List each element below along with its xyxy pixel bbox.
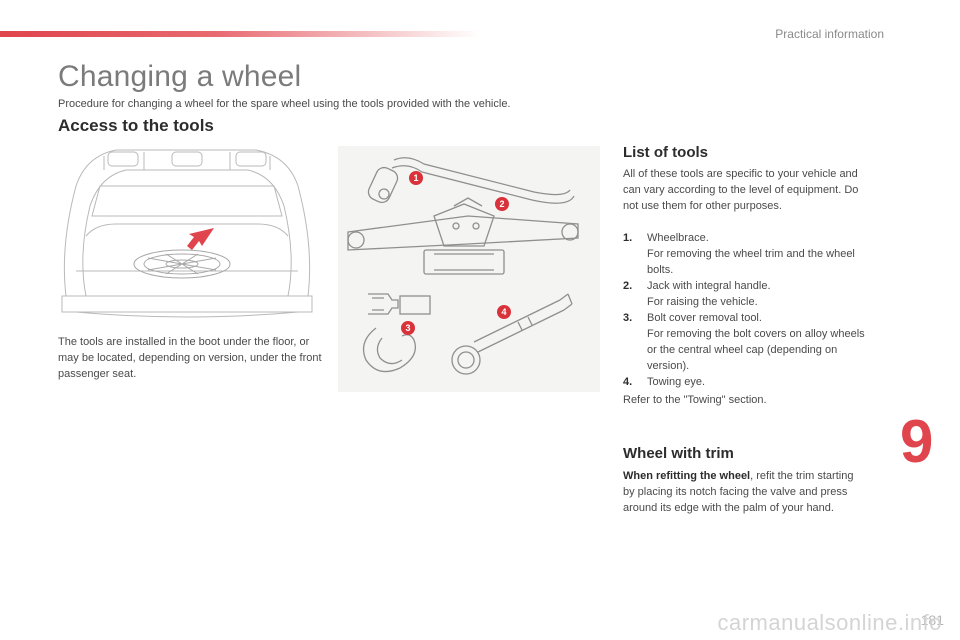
callout-2-label: 2 [499, 199, 504, 209]
list-of-tools-intro: All of these tools are specific to your … [623, 168, 859, 212]
towing-reference: Refer to the "Towing" section. [623, 394, 767, 406]
callout-2: 2 [495, 197, 509, 211]
location-arrow-icon [187, 228, 214, 250]
header-accent-bar [0, 31, 480, 37]
tool-item-jack: 2. Jack with integral handle. For raisin… [623, 278, 873, 310]
tool-item-description: For removing the wheel trim and the whee… [647, 248, 855, 276]
tool-item-description: For removing the bolt covers on alloy wh… [647, 328, 865, 372]
callout-3-label: 3 [405, 323, 410, 333]
boot-location-text: The tools are installed in the boot unde… [58, 336, 322, 380]
tool-item-number: 1. [623, 232, 633, 244]
callout-1-label: 1 [413, 173, 418, 183]
callout-4: 4 [497, 305, 511, 319]
wheel-with-trim-text: When refitting the wheel, refit the trim… [623, 468, 868, 516]
tool-item-number: 3. [623, 312, 633, 324]
tool-item-towing-eye: 4. Towing eye. [623, 374, 873, 390]
tool-item-wheelbrace: 1. Wheelbrace. For removing the wheel tr… [623, 230, 873, 278]
access-tools-heading: Access to the tools [58, 116, 214, 135]
tool-item-name: Wheelbrace. [647, 232, 709, 244]
wheel-with-trim-lead: When refitting the wheel [623, 470, 751, 482]
page-title: Changing a wheel [58, 60, 302, 93]
watermark: carmanualsonline.info [717, 610, 942, 635]
page-number: 181 [920, 612, 944, 628]
boot-illustration [61, 149, 313, 318]
tool-item-name: Jack with integral handle. [647, 280, 771, 292]
list-of-tools-heading: List of tools [623, 144, 708, 161]
tool-item-number: 4. [623, 376, 633, 388]
tools-illustration: 1 2 3 4 [338, 146, 600, 392]
tool-item-name: Towing eye. [647, 376, 706, 388]
intro-text: Procedure for changing a wheel for the s… [58, 98, 511, 110]
callout-1: 1 [409, 171, 423, 185]
wheel-with-trim-heading: Wheel with trim [623, 445, 734, 462]
callout-4-label: 4 [501, 307, 506, 317]
callout-3: 3 [401, 321, 415, 335]
tool-list: 1. Wheelbrace. For removing the wheel tr… [623, 230, 873, 390]
section-label: Practical information [775, 27, 884, 41]
tool-item-bolt-cover-tool: 3. Bolt cover removal tool. For removing… [623, 310, 873, 374]
tool-item-description: For raising the vehicle. [647, 296, 758, 308]
tool-item-name: Bolt cover removal tool. [647, 312, 762, 324]
chapter-number: 9 [900, 408, 934, 475]
wheel-with-trim-body: , refit the trim starting by placing its… [623, 470, 854, 514]
tool-item-number: 2. [623, 280, 633, 292]
